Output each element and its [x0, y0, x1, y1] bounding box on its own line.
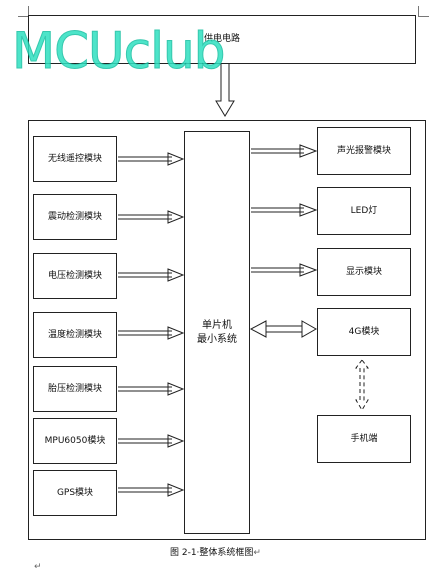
power-supply-box: 供电电路 [28, 15, 416, 64]
module-label: 震动检测模块 [47, 211, 102, 222]
arrow-wireless-to-mcu [118, 152, 185, 166]
return-mark: ↵ [253, 548, 261, 558]
arrow-temperature-to-mcu [118, 326, 185, 340]
wireless-remote-module: 无线遥控模块 [33, 136, 117, 182]
arrow-mcu-to-display [251, 263, 318, 277]
watermark-logo: MCUclub [11, 22, 225, 81]
arrow-mcu-to-alarm [251, 144, 318, 158]
vibration-detect-module: 震动检测模块 [33, 194, 117, 240]
arrow-mcu-to-led [251, 203, 318, 217]
arrow-voltage-to-mcu [118, 268, 185, 282]
corner-mark-top-right [418, 6, 429, 17]
mobile-phone-module: 手机端 [317, 415, 411, 463]
figure-caption-text: 图 2-1·整体系统框图 [170, 548, 254, 558]
gps-module: GPS模块 [33, 470, 117, 516]
module-label: LED灯 [350, 205, 378, 216]
module-label: 4G模块 [348, 326, 380, 337]
module-label: 温度检测模块 [47, 329, 102, 340]
display-module: 显示模块 [317, 248, 411, 296]
tire-pressure-module: 胎压检测模块 [33, 366, 117, 412]
module-label: 显示模块 [345, 266, 382, 277]
mpu6050-module: MPU6050模块 [33, 418, 117, 464]
led-light-module: LED灯 [317, 187, 411, 235]
arrow-mcu-4g-bidirectional [249, 320, 318, 338]
module-label: 无线遥控模块 [47, 153, 102, 164]
arrow-tire-to-mcu [118, 382, 185, 396]
temperature-detect-module: 温度检测模块 [33, 312, 117, 358]
mcu-label-line2: 最小系统 [197, 333, 237, 345]
power-down-arrow [215, 64, 235, 117]
mcu-box: 单片机 最小系统 [184, 131, 250, 534]
module-label: 电压检测模块 [47, 270, 102, 281]
figure-caption: 图 2-1·整体系统框图↵ [170, 545, 261, 558]
sound-light-alarm-module: 声光报警模块 [317, 127, 411, 175]
module-label: 声光报警模块 [336, 145, 391, 156]
mcu-label-line1: 单片机 [202, 320, 232, 331]
paragraph-return-mark: ↵ [34, 562, 42, 572]
module-label: 手机端 [350, 433, 378, 444]
module-label: GPS模块 [56, 487, 94, 498]
corner-mark-top-left [18, 6, 29, 17]
voltage-detect-module: 电压检测模块 [33, 253, 117, 299]
arrow-mpu-to-mcu [118, 434, 185, 448]
4g-module: 4G模块 [317, 308, 411, 356]
module-label: MPU6050模块 [44, 435, 106, 446]
arrow-gps-to-mcu [118, 483, 185, 497]
module-label: 胎压检测模块 [47, 383, 102, 394]
arrow-vibration-to-mcu [118, 210, 185, 224]
dashed-link-4g-phone [355, 359, 369, 411]
power-supply-label: 供电电路 [203, 34, 240, 45]
